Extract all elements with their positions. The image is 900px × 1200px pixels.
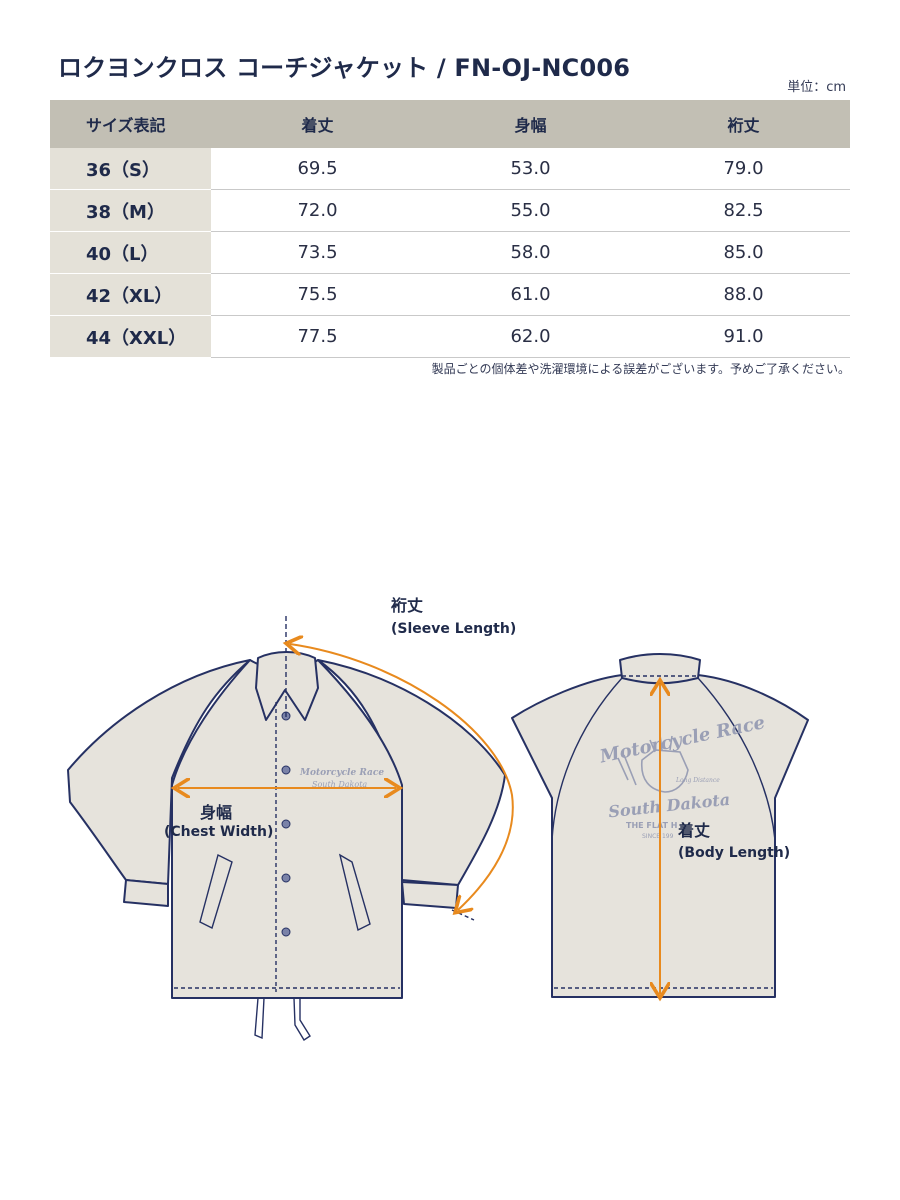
chest-width-label-en: (Chest Width) bbox=[164, 824, 274, 840]
width-cell: 55.0 bbox=[424, 189, 637, 232]
sleeve-cell: 82.5 bbox=[637, 189, 850, 232]
sleeve-length-arrow bbox=[290, 644, 514, 910]
body-length-label-en: (Body Length) bbox=[678, 845, 791, 861]
page-title: ロクヨンクロス コーチジャケット / FN-OJ-NC006 bbox=[58, 54, 631, 82]
size-cell: 38（M） bbox=[50, 189, 211, 232]
back-print-small: Long Distance bbox=[675, 777, 720, 784]
size-table: サイズ表記 着丈 身幅 裄丈 36（S） 69.5 53.0 79.0 38（M… bbox=[50, 100, 850, 358]
front-print-line1: Motorcycle Race bbox=[299, 768, 384, 778]
header-size: サイズ表記 bbox=[50, 100, 211, 148]
size-cell: 44（XXL） bbox=[50, 315, 211, 358]
unit-label: 単位：cm bbox=[787, 80, 846, 95]
header-length: 着丈 bbox=[211, 100, 424, 148]
length-cell: 69.5 bbox=[211, 148, 424, 190]
length-cell: 72.0 bbox=[211, 189, 424, 232]
sleeve-cell: 91.0 bbox=[637, 315, 850, 358]
back-print-since: SINCE 199 bbox=[642, 833, 674, 840]
table-row: 36（S） 69.5 53.0 79.0 bbox=[50, 148, 850, 190]
back-details bbox=[551, 675, 776, 989]
chest-width-label: 身幅 bbox=[200, 803, 233, 822]
sleeve-cell: 79.0 bbox=[637, 148, 850, 190]
table-row: 42（XL） 75.5 61.0 88.0 bbox=[50, 273, 850, 316]
size-cell: 42（XL） bbox=[50, 273, 211, 316]
width-cell: 61.0 bbox=[424, 273, 637, 316]
table-row: 40（L） 73.5 58.0 85.0 bbox=[50, 231, 850, 274]
width-cell: 58.0 bbox=[424, 231, 637, 274]
table-header-row: サイズ表記 着丈 身幅 裄丈 bbox=[50, 100, 850, 148]
sleeve-end-guide bbox=[451, 909, 475, 921]
header-sleeve: 裄丈 bbox=[637, 100, 850, 148]
size-cell: 40（L） bbox=[50, 231, 211, 274]
sleeve-cell: 88.0 bbox=[637, 273, 850, 316]
table-row: 38（M） 72.0 55.0 82.5 bbox=[50, 189, 850, 232]
sleeve-cell: 85.0 bbox=[637, 231, 850, 274]
disclaimer-note: 製品ごとの個体差や洗濯環境による誤差がございます。予めご了承ください。 bbox=[431, 362, 850, 376]
jacket-measurement-diagram: Motorcycle Race South Dakota Motorcycle … bbox=[67, 616, 809, 1041]
header-width: 身幅 bbox=[424, 100, 637, 148]
size-cell: 36（S） bbox=[50, 148, 211, 190]
sleeve-length-label: 裄丈 bbox=[391, 596, 424, 615]
body-length-label: 着丈 bbox=[678, 821, 711, 840]
length-cell: 75.5 bbox=[211, 273, 424, 316]
width-cell: 53.0 bbox=[424, 148, 637, 190]
table-row: 44（XXL） 77.5 62.0 91.0 bbox=[50, 315, 850, 358]
width-cell: 62.0 bbox=[424, 315, 637, 358]
length-cell: 77.5 bbox=[211, 315, 424, 358]
sleeve-length-label-en: (Sleeve Length) bbox=[391, 621, 517, 637]
length-cell: 73.5 bbox=[211, 231, 424, 274]
back-print-brand: THE FLAT H bbox=[626, 821, 677, 830]
